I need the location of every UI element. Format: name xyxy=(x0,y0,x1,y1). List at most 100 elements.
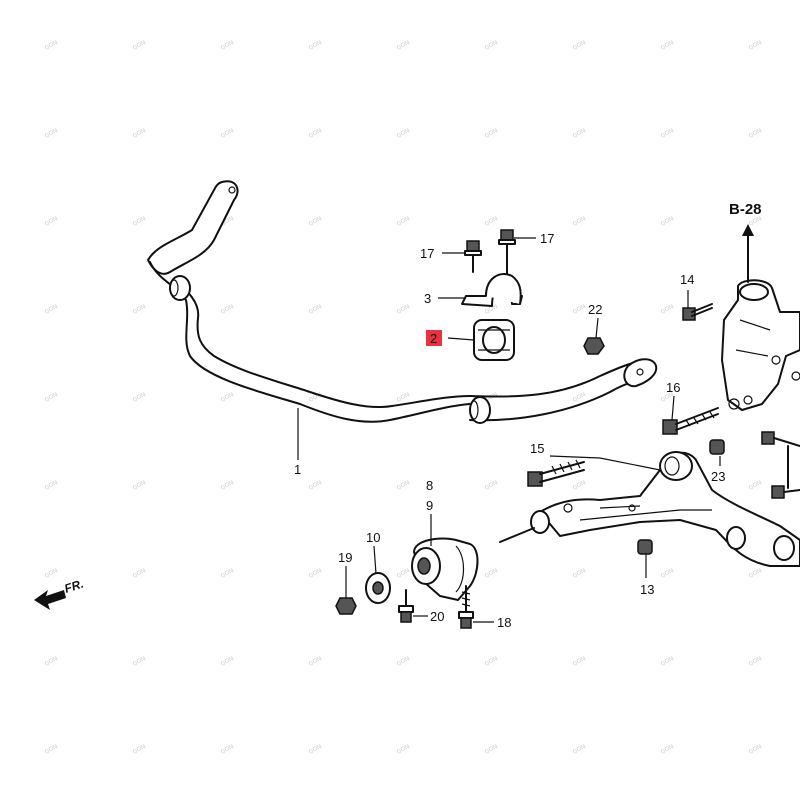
watermark: GON xyxy=(308,128,323,140)
washer-10[interactable] xyxy=(365,572,391,604)
watermark: GON xyxy=(132,656,147,668)
flange-bolt-17-right[interactable] xyxy=(498,229,516,275)
watermark: GON xyxy=(132,40,147,52)
watermark: GON xyxy=(132,480,147,492)
watermark: GON xyxy=(44,744,59,756)
watermark: GON xyxy=(748,128,763,140)
watermark: GON xyxy=(44,128,59,140)
watermark: GON xyxy=(660,304,675,316)
callout-2-highlight xyxy=(426,330,442,346)
watermark: GON xyxy=(220,128,235,140)
callout-13[interactable]: 13 xyxy=(640,582,654,597)
bolt-20[interactable] xyxy=(398,589,414,623)
bolt-14[interactable] xyxy=(682,303,713,321)
callout-22[interactable]: 22 xyxy=(588,302,602,317)
watermark: GON xyxy=(220,304,235,316)
watermark: GON xyxy=(396,568,411,580)
watermark: GON xyxy=(220,656,235,668)
watermark: GON xyxy=(44,216,59,228)
callout-numbers: 1 2 3 8 9 10 13 14 15 16 17 17 18 19 20 … xyxy=(294,231,725,630)
callout-20[interactable]: 20 xyxy=(430,609,444,624)
watermark: GON xyxy=(572,304,587,316)
nut-23[interactable] xyxy=(709,439,725,455)
callout-3[interactable]: 3 xyxy=(424,291,431,306)
watermark: GON xyxy=(308,744,323,756)
watermark: GON xyxy=(220,480,235,492)
watermark: GON xyxy=(396,744,411,756)
watermark: GON xyxy=(660,744,675,756)
callout-9[interactable]: 9 xyxy=(426,498,433,513)
bolt-15[interactable] xyxy=(527,459,585,487)
watermark: GON xyxy=(44,40,59,52)
watermark: GON xyxy=(660,40,675,52)
watermark: GON xyxy=(484,40,499,52)
watermark: GON xyxy=(308,568,323,580)
bolt-18[interactable] xyxy=(458,585,474,629)
callout-8[interactable]: 8 xyxy=(426,478,433,493)
callout-2[interactable]: 2 xyxy=(430,331,437,346)
callout-17-right[interactable]: 17 xyxy=(540,231,554,246)
bushing-holder[interactable] xyxy=(461,273,523,307)
lower-control-arm xyxy=(499,451,800,567)
callout-18[interactable]: 18 xyxy=(497,615,511,630)
callout-1[interactable]: 1 xyxy=(294,462,301,477)
watermark: GON xyxy=(220,392,235,404)
watermark: GON xyxy=(748,40,763,52)
watermark: GON xyxy=(308,656,323,668)
bar-end-hole xyxy=(636,368,644,376)
watermark: GON xyxy=(308,304,323,316)
watermark: GON xyxy=(572,40,587,52)
bolt-16[interactable] xyxy=(662,407,719,435)
watermark: GON xyxy=(484,480,499,492)
front-direction-indicator: FR. xyxy=(34,577,85,610)
watermark: GON xyxy=(484,568,499,580)
watermark: GON xyxy=(132,744,147,756)
watermark: GON xyxy=(572,568,587,580)
watermark: GON xyxy=(308,216,323,228)
callout-10[interactable]: 10 xyxy=(366,530,380,545)
watermark: GON xyxy=(220,568,235,580)
watermark: GON xyxy=(44,568,59,580)
watermark: GON xyxy=(396,480,411,492)
watermark: GON xyxy=(132,568,147,580)
watermark: GON xyxy=(660,568,675,580)
watermark: GON xyxy=(44,656,59,668)
watermark-grid: GON GON GON GON GON GON GON GON GON GON GON GON GON G… xyxy=(44,40,763,756)
watermark: GON xyxy=(132,304,147,316)
watermark: GON xyxy=(44,392,59,404)
watermark: GON xyxy=(572,128,587,140)
callout-19[interactable]: 19 xyxy=(338,550,352,565)
callout-15[interactable]: 15 xyxy=(530,441,544,456)
stabilizer-bar[interactable] xyxy=(147,180,658,424)
watermark: GON xyxy=(396,216,411,228)
watermark: GON xyxy=(748,656,763,668)
callout-23[interactable]: 23 xyxy=(711,469,725,484)
compliance-bushing[interactable] xyxy=(411,537,479,601)
callout-17-left[interactable]: 17 xyxy=(420,246,434,261)
watermark: GON xyxy=(220,40,235,52)
watermark: GON xyxy=(132,128,147,140)
watermark: GON xyxy=(308,480,323,492)
watermark: GON xyxy=(572,744,587,756)
watermark: GON xyxy=(572,216,587,228)
watermark: GON xyxy=(660,216,675,228)
watermark: GON xyxy=(748,480,763,492)
watermark: GON xyxy=(484,216,499,228)
callout-14[interactable]: 14 xyxy=(680,272,694,287)
stabilizer-bushing[interactable] xyxy=(473,319,515,361)
watermark: GON xyxy=(572,656,587,668)
nut-22[interactable] xyxy=(583,337,605,355)
front-arrow-icon xyxy=(34,590,66,610)
watermark: GON xyxy=(660,656,675,668)
reference-label-b28[interactable]: B-28 xyxy=(729,201,762,218)
watermark: GON xyxy=(132,392,147,404)
nut-13[interactable] xyxy=(637,539,653,555)
watermark: GON xyxy=(396,392,411,404)
flange-bolt-17-left[interactable] xyxy=(464,240,482,273)
watermark: GON xyxy=(484,656,499,668)
callout-16[interactable]: 16 xyxy=(666,380,680,395)
bar-end-hole xyxy=(228,186,236,194)
nut-19[interactable] xyxy=(335,597,357,615)
watermark: GON xyxy=(748,744,763,756)
